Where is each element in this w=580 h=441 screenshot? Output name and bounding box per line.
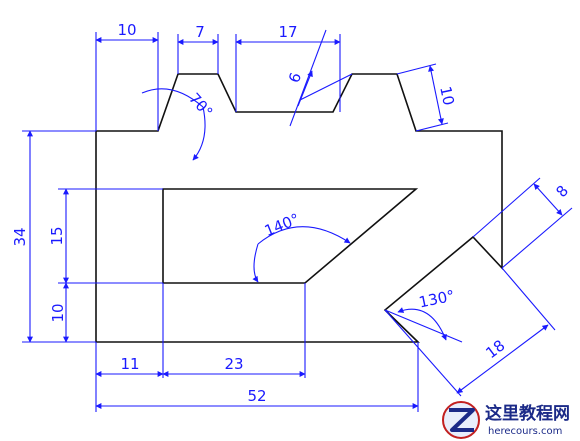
dim-15: 15 [48,226,66,245]
dim-6: 6 [285,70,305,85]
dim-140-degrees: 140° [262,210,302,240]
watermark-title: 这里教程网 [485,403,570,424]
dim-17: 17 [278,23,297,41]
dim-130-degrees: 130° [417,286,456,311]
dim-10-left: 10 [49,303,67,322]
dim-34: 34 [11,227,29,246]
dim-11: 11 [120,355,139,373]
dim-23: 23 [224,355,243,373]
watermark-url: herecours.com [488,426,562,437]
extension-lines [22,29,573,412]
dimension-lines [27,37,563,409]
dim-70-degrees: 70° [185,89,216,121]
watermark: 这里教程网 herecours.com [442,401,570,439]
dim-10-right: 10 [436,85,458,107]
dim-8: 8 [552,182,572,201]
dim-18: 18 [482,336,508,362]
inner-cutout [162,188,419,284]
dim-52: 52 [247,387,266,405]
dim-7: 7 [195,23,205,41]
site-logo-icon [442,401,480,439]
dim-10-top: 10 [117,21,136,39]
